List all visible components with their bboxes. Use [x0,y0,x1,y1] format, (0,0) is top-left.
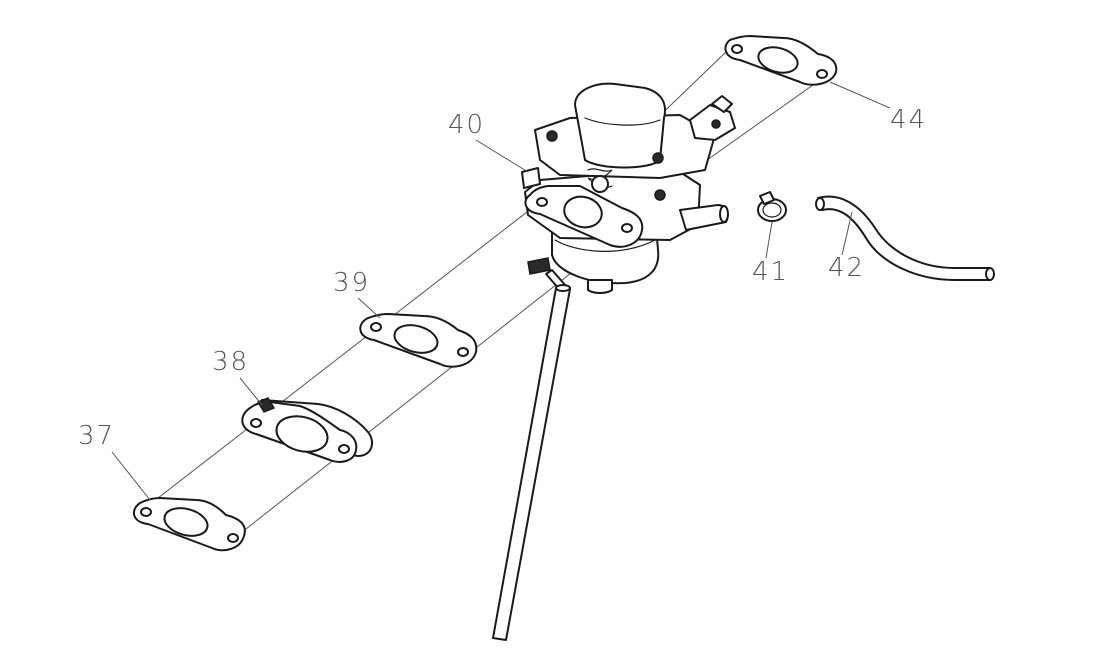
drain-tube-top-end [555,284,571,292]
callout-44-label: 44 [890,105,927,135]
gasket-37-bolt-hole-right [227,533,239,543]
carburetor-flange-hole-left [536,197,548,207]
insulator-38-bore [275,415,329,453]
carburetor-linkage-pivot [591,175,609,193]
insulator-38-tab [256,397,276,413]
gasket-44-bore [757,46,799,74]
carburetor-screw-right [654,189,666,201]
fuel-hose-42-end-left [815,197,825,211]
carburetor-flange-hole-right [621,223,633,233]
gasket-44-bolt-hole-right [816,69,828,79]
insulator-38-bolt-hole-left [250,418,262,428]
part-40-carburetor [521,82,736,294]
callout-41-label: 41 [752,257,789,287]
gasket-37-bolt-hole-left [140,507,152,517]
fuel-hose-42-end-right [985,267,995,281]
callout-39-label: 39 [333,268,370,298]
carburetor-venturi [563,195,603,229]
callout-37-leader [111,451,151,501]
gasket-39-bolt-hole-right [457,347,469,357]
part-42-fuel-hose [815,195,995,281]
gasket-39-bolt-hole-left [370,322,382,332]
axis-line-upper [139,197,546,513]
drain-tube [492,284,571,641]
carburetor-bracket-tab [711,95,733,113]
carburetor-screw-bracket [711,119,721,129]
carburetor-drain-bolt [587,279,613,294]
callout-38-label: 38 [212,347,249,377]
carburetor-choke-housing [574,82,666,169]
clamp-41-inner [762,202,782,218]
callout-38-leader [239,377,263,406]
axis-line-gasket-44-right [699,79,821,166]
callout-39-leader [357,297,381,319]
part-44-gasket [724,35,838,86]
clamp-41-tab [759,191,775,205]
callout-group: 37 38 39 40 41 42 44 [78,81,927,501]
carburetor-choke-housing-edge [584,117,661,126]
gasket-37-bore [163,507,209,537]
part-37-gasket [132,497,246,552]
carburetor-idle-screw [527,257,551,275]
axis-line-lower [231,224,633,541]
callout-41-leader [765,221,773,259]
callout-37-label: 37 [78,421,115,451]
carburetor-vent-nozzle [521,167,541,189]
carburetor-fuel-inlet-opening [719,205,729,223]
callout-42-leader [841,211,853,256]
part-38-insulator [241,397,374,463]
insulator-38-bolt-hole-right [338,444,350,454]
carburetor-float-bowl-seam [554,239,656,252]
part-39-gasket [359,313,478,368]
gasket-39-bore [393,324,439,354]
part-41-hose-clamp [757,191,787,222]
drain-tube-body [492,287,571,641]
callout-42-label: 42 [828,253,865,283]
carburetor-screw-top-left [546,130,558,142]
callout-40-label: 40 [448,110,485,140]
callout-40-leader [475,139,529,173]
gasket-44-bolt-hole-left [731,44,743,54]
carburetor-screw-top-mid [652,152,664,164]
callout-44-leader [829,81,891,109]
